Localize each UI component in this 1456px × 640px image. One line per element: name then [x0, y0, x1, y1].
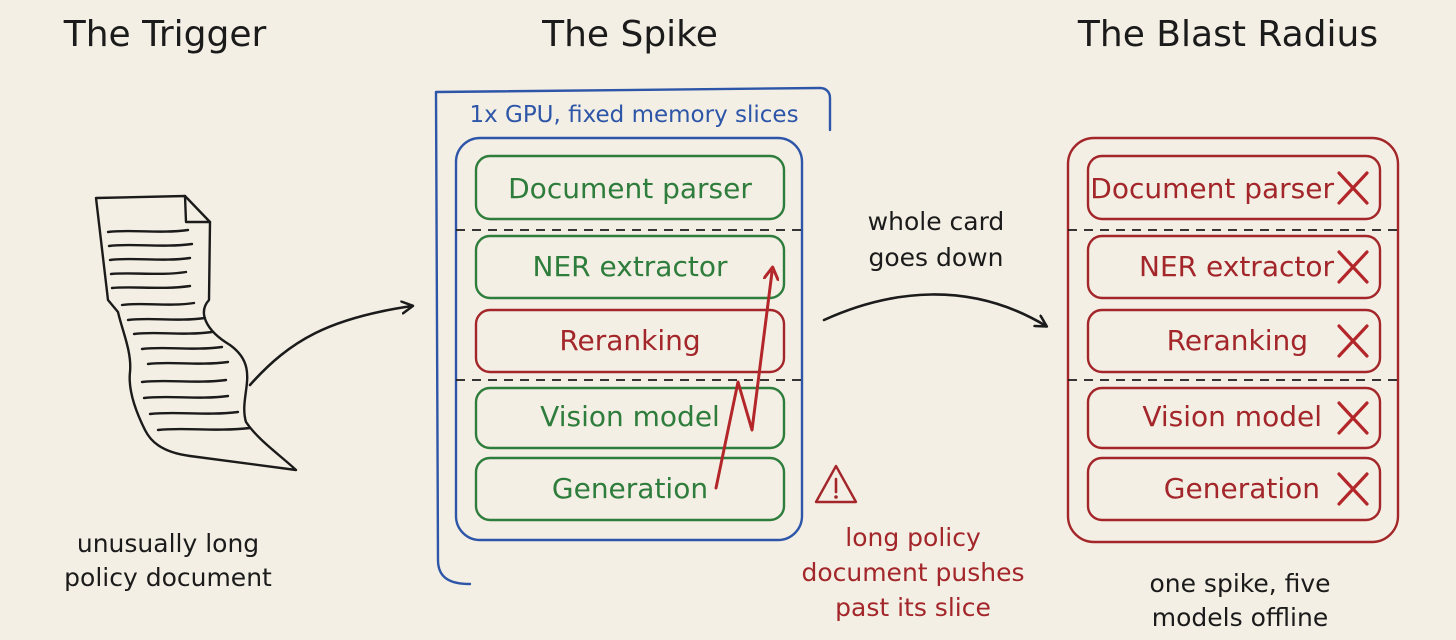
- spike-to-blast-arrow: [822, 293, 1046, 326]
- title-trigger: The Trigger: [63, 14, 267, 55]
- blast-model-label: Vision model: [1142, 400, 1322, 433]
- blast-model-label: Document parser: [1090, 172, 1334, 205]
- spike-model-label: Reranking: [559, 324, 700, 357]
- gpu-card-frame: [434, 86, 832, 586]
- warning-text-line3: past its slice: [835, 593, 991, 622]
- spike-model-ner-extractor: NER extractor: [474, 234, 786, 300]
- blast-model-label: NER extractor: [1139, 250, 1334, 283]
- spike-model-vision-model: Vision model: [474, 386, 786, 450]
- trigger-to-spike-arrow: [248, 306, 412, 387]
- blast-card-frame: [1066, 136, 1400, 544]
- spike-model-generation: Generation: [474, 456, 786, 522]
- offline-x-icon: [1337, 171, 1369, 205]
- gpu-memory-frame: [454, 136, 804, 542]
- spike-model-label: Generation: [552, 472, 708, 505]
- warning-text-line2: document pushes: [801, 558, 1024, 587]
- spike-model-document-parser: Document parser: [474, 154, 786, 221]
- blast-model-generation: Generation: [1086, 456, 1382, 522]
- title-spike: The Spike: [541, 14, 718, 55]
- blast-model-reranking: Reranking: [1086, 308, 1382, 374]
- spike-model-label: Document parser: [508, 172, 752, 205]
- blast-model-label: Reranking: [1167, 324, 1308, 357]
- blast-model-ner-extractor: NER extractor: [1086, 234, 1382, 300]
- blast-model-vision-model: Vision model: [1086, 386, 1382, 450]
- offline-x-icon: [1337, 324, 1369, 358]
- memory-spike-arrow: [714, 272, 772, 490]
- blast-caption-line1: one spike, five: [1149, 569, 1330, 598]
- warning-icon: [814, 464, 858, 504]
- blast-model-label: Generation: [1164, 472, 1320, 505]
- spike-model-label: Vision model: [540, 400, 720, 433]
- blast-model-document-parser: Document parser: [1086, 154, 1382, 221]
- offline-x-icon: [1337, 250, 1369, 284]
- gpu-label: 1x GPU, fixed memory slices: [469, 102, 798, 128]
- trigger-caption-line1: unusually long: [77, 529, 259, 558]
- spike-model-label: NER extractor: [533, 250, 728, 283]
- title-blast-radius: The Blast Radius: [1077, 14, 1378, 55]
- transition-text-line2: goes down: [869, 243, 1004, 272]
- trigger-caption-line2: policy document: [64, 563, 272, 592]
- offline-x-icon: [1337, 472, 1369, 506]
- long-document-icon: [94, 194, 298, 472]
- offline-x-icon: [1337, 401, 1369, 435]
- warning-text-line1: long policy: [845, 523, 981, 552]
- spike-model-reranking: Reranking: [474, 308, 786, 374]
- blast-caption-line2: models offline: [1152, 603, 1328, 632]
- transition-text-line1: whole card: [868, 207, 1005, 236]
